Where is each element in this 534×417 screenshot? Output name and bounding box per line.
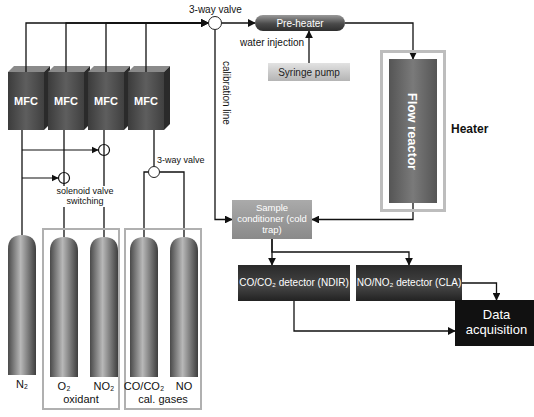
flow-line <box>66 23 208 72</box>
cylinder-outline <box>90 237 118 377</box>
gas-cylinder: NO <box>170 237 198 377</box>
flow-line <box>308 31 309 63</box>
cylinder-body <box>90 237 118 377</box>
cube-side-face <box>164 66 170 130</box>
edge-label: water injection <box>225 37 305 48</box>
branch-wire <box>22 149 98 150</box>
mfc-cube-faces <box>8 66 170 130</box>
flow-line <box>103 130 104 237</box>
flow-line <box>272 239 409 265</box>
flow-line <box>106 23 208 72</box>
edge-label: calibration line <box>221 60 232 126</box>
node-label: Syringe pump <box>278 67 340 78</box>
mfc-box: MFC <box>8 72 44 130</box>
node-label: 3-way valve <box>157 155 205 165</box>
three-way-valve: 3-way valve <box>208 16 222 30</box>
branch-wire <box>22 177 58 178</box>
flow-line <box>21 130 22 235</box>
syringe-pump: Syringe pump <box>268 63 350 81</box>
flow-line <box>462 283 497 300</box>
flow-line <box>146 23 208 72</box>
cylinder-body <box>8 235 36 375</box>
node-label: CO/CO₂ <box>124 380 164 392</box>
cylinder-outline <box>50 237 78 377</box>
cylinder-body <box>170 237 198 377</box>
node-label: MFC <box>94 95 118 107</box>
node-label: NO₂ <box>94 380 115 392</box>
gas-group: oxidantO₂NO₂ <box>42 228 120 410</box>
node-label: MFC <box>54 95 78 107</box>
data-acquisition: Data acquisition <box>455 300 534 346</box>
cylinder-body <box>50 237 78 377</box>
gas-cylinder: O₂ <box>50 237 78 377</box>
detector-box: CO/CO₂ detector (NDIR) <box>238 265 350 301</box>
cylinder-outline <box>170 237 198 377</box>
three-way-valve: 3-way valve <box>148 166 160 178</box>
gas-group: cal. gasesCO/CO₂NO <box>124 228 202 410</box>
sample-conditioner: Sample conditioner (cold trap) <box>232 200 312 239</box>
detector-box: NO/NO₂ detector (CLA) <box>356 265 462 301</box>
node-label: MFC <box>134 95 158 107</box>
solenoid-wires <box>22 145 110 184</box>
node-label: Sample conditioner (cold trap) <box>232 203 312 236</box>
node-label: O₂ <box>58 380 71 392</box>
flow-line <box>345 23 413 59</box>
cylinder-outline <box>130 237 158 377</box>
node-label: NO/NO₂ detector (CLA) <box>357 277 461 289</box>
mfc-box: MFC <box>88 72 124 130</box>
flow-line <box>222 22 255 23</box>
node-label: N₂ <box>16 378 28 390</box>
node-label: oxidant <box>44 393 118 405</box>
flow-line <box>63 130 64 237</box>
node-label: MFC <box>14 95 38 107</box>
mfc-box: MFC <box>48 72 84 130</box>
node-label: Heater <box>451 122 488 136</box>
flow-reactor: Flow reactor <box>389 59 437 203</box>
flow-line <box>294 301 455 331</box>
cylinder-body <box>130 237 158 377</box>
flow-line <box>215 30 232 220</box>
gas-cylinder: N₂ <box>8 235 36 375</box>
node-label: cal. gases <box>126 393 200 405</box>
flow-line <box>26 23 208 72</box>
flow-line <box>153 130 154 166</box>
heater-box: HeaterFlow reactor <box>380 50 446 212</box>
node-label: Data acquisition <box>455 308 534 338</box>
annotation-label: solenoid valve switching <box>52 186 118 207</box>
mfc-box: MFC <box>128 72 164 130</box>
node-label: Pre-heater <box>276 18 323 29</box>
gas-cylinder: CO/CO₂ <box>130 237 158 377</box>
gas-cylinder: NO₂ <box>90 237 118 377</box>
node-label: CO/CO₂ detector (NDIR) <box>239 277 348 289</box>
pre-heater: Pre-heater <box>255 15 345 31</box>
node-label: Flow reactor <box>406 92 421 169</box>
node-label: NO <box>176 380 193 392</box>
cylinder-outline <box>8 235 36 375</box>
node-label: 3-way valve <box>189 4 242 15</box>
